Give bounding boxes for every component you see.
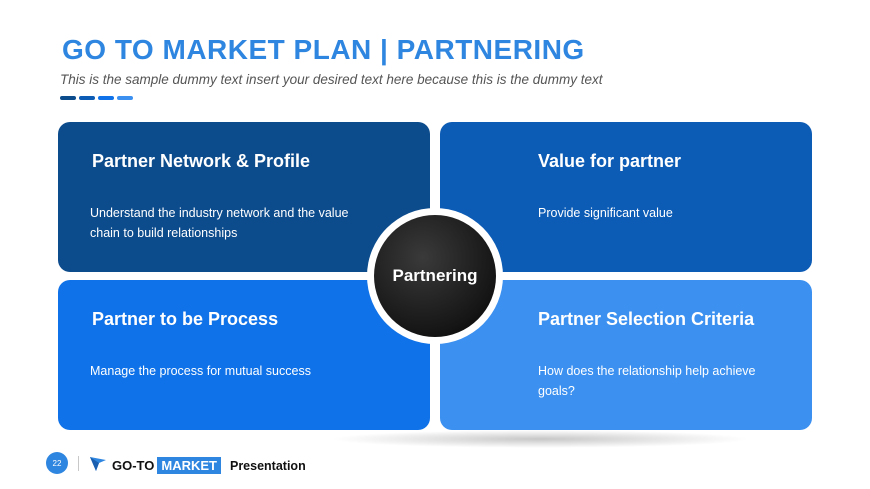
card-title: Partner Network & Profile xyxy=(92,151,311,171)
floor-shadow xyxy=(330,430,750,448)
slide-subtitle: This is the sample dummy text insert you… xyxy=(60,72,603,87)
card-text: Understand the industry network and the … xyxy=(90,206,349,240)
card-partner-selection: Partner Selection Criteria How does the … xyxy=(440,280,812,430)
partnering-hub: Partnering xyxy=(374,215,496,337)
accent-dash xyxy=(98,96,114,100)
slide-title: GO TO MARKET PLAN | PARTNERING xyxy=(62,34,585,65)
footer-divider xyxy=(78,456,79,471)
card-title: Partner Selection Criteria xyxy=(538,309,755,329)
card-text: Provide significant value xyxy=(538,206,673,220)
accent-dash xyxy=(60,96,76,100)
brand-presentation: Presentation xyxy=(229,458,306,473)
card-text: Manage the process for mutual success xyxy=(90,364,311,378)
brand-go-to: GO-TO xyxy=(112,458,155,473)
accent-dash xyxy=(117,96,133,100)
card-partner-process: Partner to be Process Manage the process… xyxy=(58,280,430,430)
accent-dash xyxy=(79,96,95,100)
title-accent-dashes xyxy=(60,96,133,100)
cursor-flag-icon xyxy=(90,457,106,471)
brand-market: MARKET xyxy=(157,457,221,474)
footer-brand: GO-TO MARKET Presentation xyxy=(112,457,306,474)
card-title: Partner to be Process xyxy=(92,309,279,329)
card-value-for-partner: Value for partner Provide significant va… xyxy=(440,122,812,272)
card-title: Value for partner xyxy=(538,151,682,171)
card-text: How does the relationship help achieve g… xyxy=(538,364,756,398)
card-partner-network: Partner Network & Profile Understand the… xyxy=(58,122,430,272)
hub-label: Partnering xyxy=(392,266,478,285)
page-number: 22 xyxy=(46,452,68,474)
